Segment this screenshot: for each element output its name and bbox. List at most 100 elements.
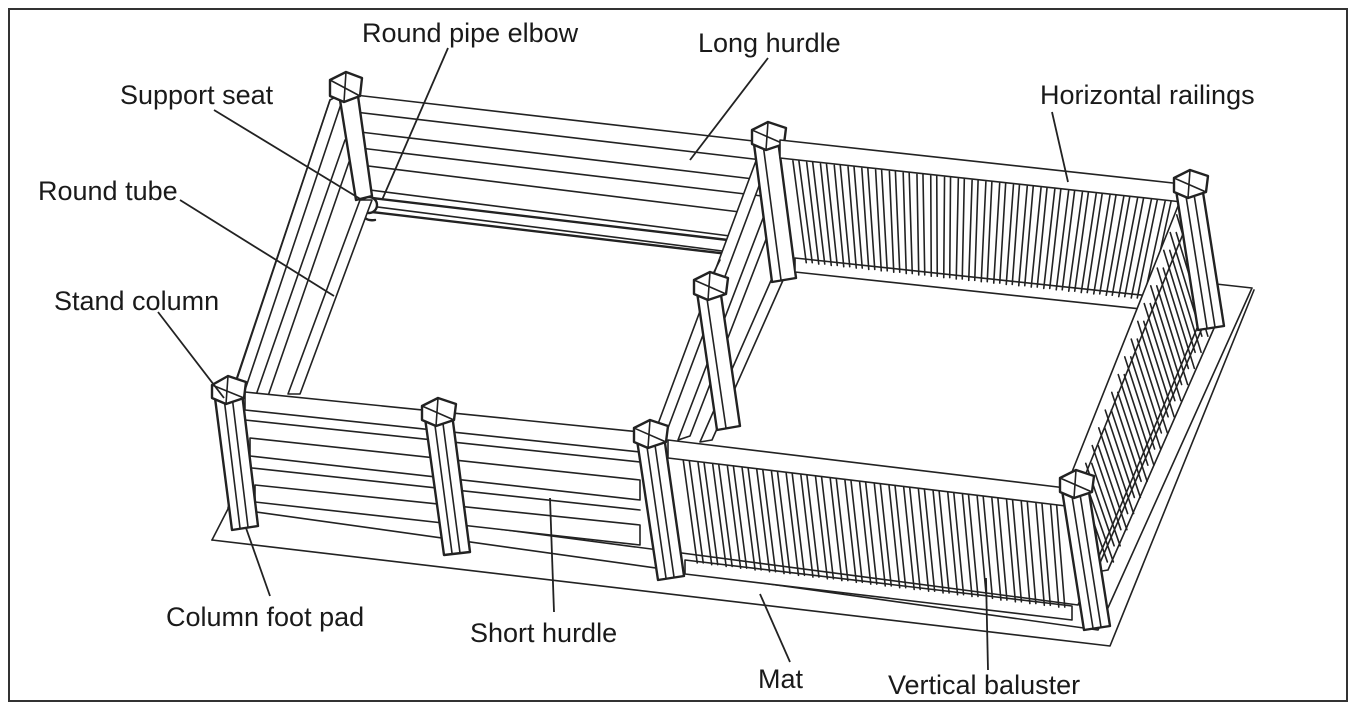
baluster-line [1097,427,1129,515]
baluster-line [1020,500,1031,605]
baluster-line [853,165,864,269]
baluster-line [1036,186,1048,288]
label-support-seat: Support seat [120,80,274,110]
back-right-railing [779,139,1183,311]
baluster-line [948,176,952,279]
label-short-hurdle: Short hurdle [470,618,617,648]
baluster-line [1136,320,1169,418]
baluster-line [1149,285,1183,386]
baluster-line [1103,427,1135,515]
baluster-line [682,460,699,564]
baluster-line [1143,302,1176,402]
stand-column-front-left [210,374,260,532]
baluster-line [1149,302,1182,402]
baluster-line [1130,198,1153,299]
baluster-line [1017,185,1029,287]
baluster-line [1168,249,1202,354]
baluster-line [1105,195,1125,297]
baluster-line [922,173,926,276]
baluster-line [1048,188,1062,290]
stand-column-front-middle [420,396,472,557]
baluster-line [976,495,988,600]
baluster-line [732,465,748,569]
baluster-line [998,182,1007,284]
baluster-line [1116,391,1148,483]
baluster-line [756,468,771,573]
baluster-line [880,168,889,272]
baluster-line [902,486,915,591]
baluster-line [819,162,833,267]
baluster-line [992,182,1001,284]
baluster-line [697,461,713,566]
baluster-line [785,472,800,577]
baluster-line [888,484,901,589]
baluster-line [1136,338,1169,434]
label-round-pipe-elbow: Round pipe elbow [362,18,579,48]
baluster-line [873,483,887,587]
baluster-line [858,481,872,585]
baluster-line [1097,444,1128,531]
stand-column-back-right [1172,168,1226,332]
baluster-line [726,465,742,569]
baluster-line [798,159,814,264]
baluster-line [961,177,966,280]
baluster-line [991,497,1002,601]
baluster-line [867,167,876,271]
baluster-line [861,167,870,271]
baluster-line [776,470,791,575]
stand-column-front-right [1058,468,1112,632]
label-column-foot-pad: Column foot pad [166,602,364,632]
baluster-line [1061,189,1076,291]
baluster-line [835,477,849,582]
baluster-line [1130,338,1163,434]
baluster-line [1155,285,1189,386]
baluster-line [935,174,939,278]
label-round-tube: Round tube [38,176,178,206]
baluster-line [1005,499,1017,603]
baluster-line [973,179,979,282]
baluster-line [917,488,930,592]
baluster-line [1049,504,1060,608]
baluster-line [879,483,893,587]
baluster-line [961,493,973,598]
baluster-line [1091,444,1122,531]
baluster-line [806,474,820,578]
stand-column-middle-back [750,120,798,284]
baluster-line [1055,504,1066,608]
baluster-line [762,468,777,573]
mat-corner [211,504,231,541]
stand-column-middle-inner [692,270,742,432]
baluster-line [833,164,845,268]
baluster-line [1055,189,1070,291]
baluster-line [894,170,901,273]
baluster-line [916,173,920,276]
leader-lines [157,47,1069,671]
baluster-line [741,467,756,571]
baluster-line [1098,194,1117,295]
vertical-baluster [682,460,1066,608]
baluster-line [986,180,993,283]
round-tube [370,196,730,256]
baluster-line [980,180,987,283]
baluster-line [1129,356,1162,450]
baluster-line [1041,502,1052,607]
baluster-line [953,491,965,596]
label-horizontal-railings: Horizontal railings [1040,80,1255,110]
baluster-line [1042,188,1056,290]
baluster-line [1136,198,1159,299]
baluster-line [770,470,785,575]
baluster-line [902,171,908,275]
baluster-line [908,171,914,275]
stand-column-front-right-corner-left [632,418,686,582]
baluster-line [805,161,820,265]
baluster-line [711,463,727,568]
label-vertical-baluster: Vertical baluster [888,670,1080,700]
baluster-line [864,481,878,585]
baluster-line [747,467,762,571]
baluster-line [791,472,806,577]
baluster-line [908,486,921,591]
baluster-line [947,491,959,596]
horizontal-railings [667,439,1073,621]
baluster-line [1080,192,1097,294]
